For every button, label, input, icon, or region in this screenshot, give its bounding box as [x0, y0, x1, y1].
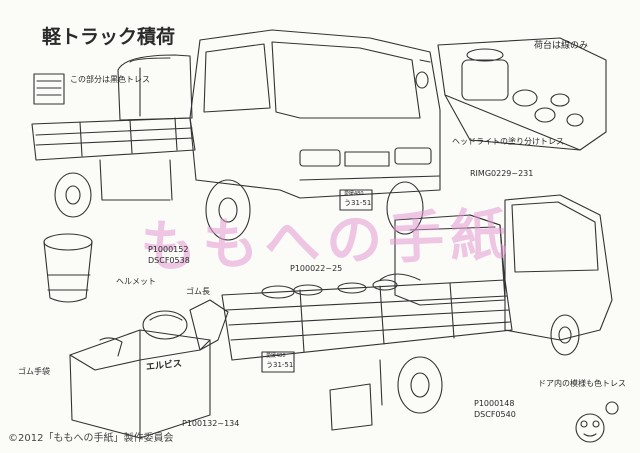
- rear-plate-bottom: う31-51: [266, 361, 294, 369]
- boots-label: ゴム長: [186, 287, 210, 296]
- cargo-note: 荷台は線のみ: [534, 41, 589, 51]
- copyright: ©2012「ももへの手紙」製作委員会: [8, 433, 174, 444]
- ref-p1000148: P1000148: [474, 399, 515, 408]
- door-note: ドア内の模様も色トレス: [538, 379, 626, 388]
- box-with-gear: [69, 299, 229, 439]
- cargo-inset: [437, 37, 607, 151]
- ref-dscf0538: DSCF0538: [148, 256, 190, 265]
- ref-rimg: RIMG0229~231: [470, 169, 534, 178]
- ref-p1000152: P1000152: [148, 245, 189, 254]
- rear-truck: [221, 194, 613, 431]
- helmet-label: ヘルメット: [116, 277, 156, 286]
- front-plate-top: 愛媛480: [344, 191, 364, 197]
- sheet-title: 軽トラック積荷: [42, 26, 176, 48]
- ref-p100022: P100022~25: [290, 264, 343, 273]
- stamp: [575, 401, 619, 443]
- ref-p100132: P100132~134: [182, 419, 240, 428]
- ref-dscf0540: DSCF0540: [474, 410, 516, 419]
- upper-left-note: この部分は黒色トレス: [70, 75, 150, 84]
- front-truck: [31, 29, 441, 241]
- rear-plate-top: 愛媛480: [266, 353, 286, 359]
- swatch-box: [33, 73, 65, 105]
- bucket: [43, 233, 93, 303]
- gloves-label: ゴム手袋: [18, 367, 50, 376]
- front-plate-bottom: う31-51: [344, 199, 372, 207]
- headlight-note: ヘッドライトの塗り分けトレス: [452, 137, 564, 146]
